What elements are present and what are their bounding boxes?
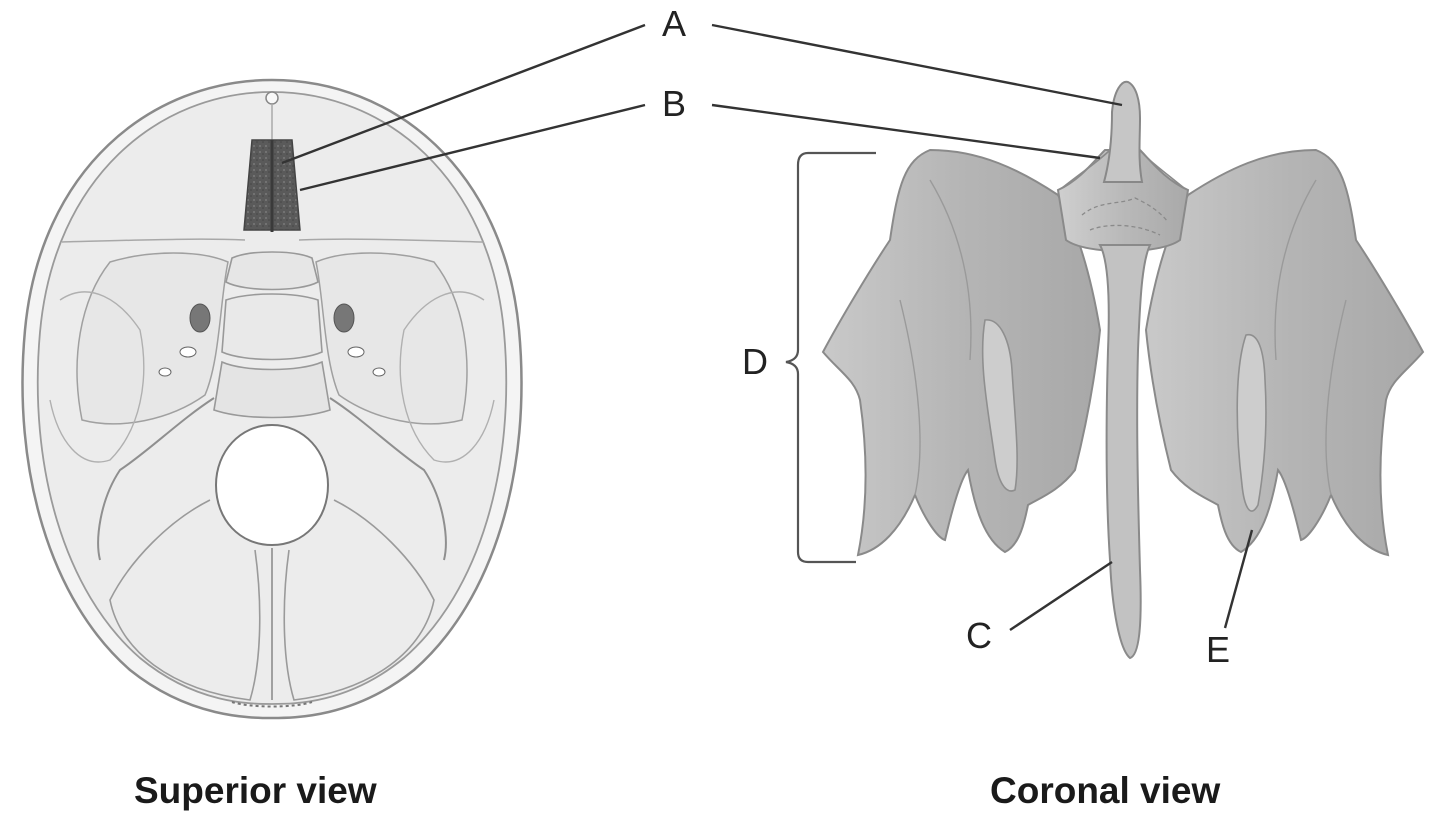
ethmoid-labyrinth-left	[821, 148, 1102, 557]
leader-lines	[281, 23, 1254, 631]
crista-galli-base	[1061, 149, 1185, 189]
label-a: A	[662, 3, 687, 44]
anterior-fossa-line	[61, 238, 485, 243]
superior-view-skull	[21, 78, 523, 720]
foramen-left-1	[189, 303, 211, 333]
middle-fossa-left	[76, 252, 229, 425]
foramen-left-3	[158, 367, 172, 377]
foramen-right-3	[372, 367, 386, 377]
foramen-right-2	[347, 346, 365, 358]
petrous-ridge-left	[97, 397, 215, 561]
posterior-fossa-right	[283, 499, 435, 701]
right-wing-fold-1	[1274, 179, 1317, 361]
caption-superior-view: Superior view	[134, 770, 377, 811]
label-d: D	[742, 341, 768, 382]
leader-a-right	[711, 23, 1123, 107]
ethmoid-labyrinth-right	[1144, 148, 1425, 557]
label-b: B	[662, 83, 687, 124]
cribriform-texture	[1081, 197, 1169, 236]
bracket-d	[785, 151, 876, 564]
middle-concha-left	[981, 319, 1018, 492]
foramen-right-1	[333, 303, 355, 333]
left-wing-fold-2	[899, 299, 921, 496]
caption-coronal-view: Coronal view	[990, 770, 1221, 811]
perpendicular-plate	[1098, 244, 1152, 660]
temporal-right	[399, 291, 495, 463]
label-e: E	[1206, 629, 1231, 670]
foramen-left-2	[179, 346, 197, 358]
sella-turcica	[221, 293, 323, 361]
sphenoid-body	[225, 251, 319, 291]
middle-fossa-right	[315, 252, 468, 425]
leader-e	[1223, 529, 1254, 629]
leader-a-left	[281, 23, 646, 165]
temporal-left	[49, 291, 145, 463]
crista-galli	[1102, 80, 1144, 183]
petrous-ridge-right	[329, 397, 447, 561]
clivus	[213, 360, 331, 419]
middle-concha-right	[1236, 334, 1267, 512]
label-c: C	[966, 615, 992, 656]
leader-b-right	[711, 103, 1101, 160]
foramen-magnum	[214, 423, 330, 547]
posterior-fossa-left	[109, 499, 261, 701]
leader-b-left	[299, 103, 646, 192]
left-wing-fold-1	[929, 179, 972, 361]
right-wing-fold-2	[1325, 299, 1347, 496]
coronal-view-ethmoid	[821, 80, 1425, 660]
leader-c	[1009, 561, 1113, 631]
occipital-suture	[231, 701, 313, 708]
crista-marker	[265, 91, 279, 105]
